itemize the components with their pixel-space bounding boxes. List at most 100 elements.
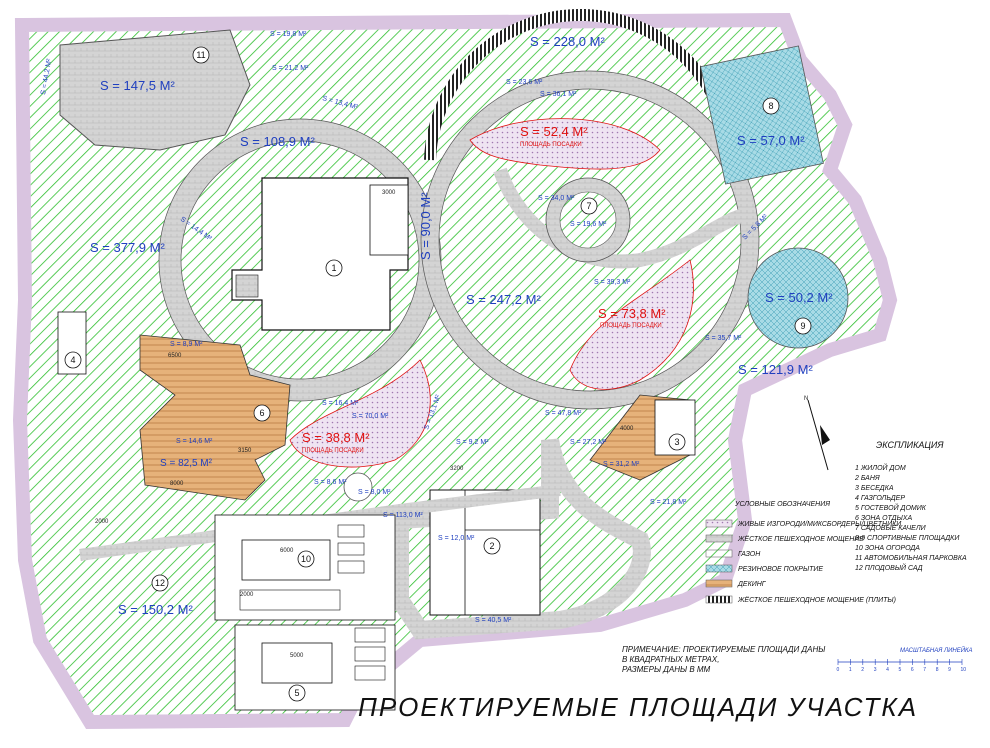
sports-court-9 <box>747 247 849 349</box>
area-small: S = 39,3 M² <box>594 279 631 286</box>
svg-text:ПРИМЕЧАНИЕ: ПРОЕКТИРУЕМЫЕ ПЛОЩ: ПРИМЕЧАНИЕ: ПРОЕКТИРУЕМЫЕ ПЛОЩАДИ ДАНЫ <box>622 645 825 654</box>
dimension: 6000 <box>280 548 294 554</box>
area-label-ring-top: S = 108,9 M² <box>240 134 315 149</box>
dimension: 6500 <box>168 353 182 359</box>
svg-text:1: 1 <box>331 263 336 273</box>
scale-tick-label: 7 <box>923 667 926 673</box>
sports-court-8 <box>700 45 824 185</box>
planting-right <box>569 259 694 390</box>
area-small: S = 21,2 M² <box>272 65 309 72</box>
svg-text:ЖЁСТКОЕ ПЕШЕХОДНОЕ МОЩЕНИЕ (П: ЖЁСТКОЕ ПЕШЕХОДНОЕ МОЩЕНИЕ (ПЛИТЫ) <box>737 596 896 604</box>
svg-text:6: 6 <box>259 408 264 418</box>
decking-zone <box>139 334 291 501</box>
svg-text:ЖЁСТКОЕ ПЕШЕХОДНОЕ МОЩЕНИЕ: ЖЁСТКОЕ ПЕШЕХОДНОЕ МОЩЕНИЕ <box>737 535 864 543</box>
page-title: ПРОЕКТИРУЕМЫЕ ПЛОЩАДИ УЧАСТКА <box>358 692 918 722</box>
svg-text:5: 5 <box>294 688 299 698</box>
scale-tick-label: 3 <box>874 667 877 673</box>
planting-top <box>469 118 661 170</box>
area-label-planting-lower: S = 38,8 M² <box>302 430 370 445</box>
north-arrow-icon: N <box>804 396 830 471</box>
svg-text:ГАЗОН: ГАЗОН <box>738 551 761 558</box>
svg-text:1 ЖИЛОЙ ДОМ: 1 ЖИЛОЙ ДОМ <box>855 463 906 472</box>
explication: ЭКСПЛИКАЦИЯ 1 ЖИЛОЙ ДОМ 2 БАНЯ 3 БЕСЕДКА… <box>854 440 967 572</box>
area-small: S = 36,1 M² <box>540 91 577 98</box>
svg-text:10 ЗОНА ОГОРОДА: 10 ЗОНА ОГОРОДА <box>855 545 920 552</box>
svg-text:ДЕКИНГ: ДЕКИНГ <box>737 581 767 588</box>
area-small: S = 31,2 M² <box>603 461 640 468</box>
area-label-lawn-right: S = 121,9 M² <box>738 362 813 377</box>
dimension: 5000 <box>290 653 304 659</box>
svg-text:3: 3 <box>674 437 679 447</box>
area-small: S = 19,8 M² <box>270 31 307 38</box>
dimension: 8000 <box>170 481 184 487</box>
area-small: S = 16,4 M² <box>322 400 359 407</box>
svg-text:2 БАНЯ: 2 БАНЯ <box>854 475 880 482</box>
area-small: S = 8,0 M² <box>358 489 391 496</box>
svg-text:УСЛОВНЫЕ ОБОЗНАЧЕНИЯ: УСЛОВНЫЕ ОБОЗНАЧЕНИЯ <box>734 501 830 508</box>
svg-text:9: 9 <box>800 321 805 331</box>
svg-text:6 ЗОНА ОТДЫХА: 6 ЗОНА ОТДЫХА <box>855 515 912 522</box>
dimension: 3200 <box>450 466 464 472</box>
planting-sub-top: ПЛОЩАДЬ ПОСАДКИ <box>520 142 582 148</box>
area-label-planting-top: S = 52,4 M² <box>520 124 588 139</box>
area-small: S = 113,0 M² <box>383 512 423 519</box>
svg-text:ЭКСПЛИКАЦИЯ: ЭКСПЛИКАЦИЯ <box>876 440 944 450</box>
area-small: S = 35,7 M² <box>705 335 742 342</box>
note: ПРИМЕЧАНИЕ: ПРОЕКТИРУЕМЫЕ ПЛОЩАДИ ДАНЫ В… <box>622 645 825 674</box>
svg-text:8-9 СПОРТИВНЫЕ ПЛОЩАДКИ: 8-9 СПОРТИВНЫЕ ПЛОЩАДКИ <box>855 535 960 542</box>
s-curve-path <box>493 167 747 269</box>
scale-tick-label: 0 <box>837 667 840 673</box>
scale-tick-label: 6 <box>911 667 914 673</box>
area-small: S = 23,6 M² <box>506 79 543 86</box>
scale-tick-label: 2 <box>861 667 864 673</box>
svg-text:11: 11 <box>196 50 205 60</box>
planting-lower <box>289 359 431 468</box>
area-label-orchard: S = 150,2 M² <box>118 602 193 617</box>
svg-text:3 БЕСЕДКА: 3 БЕСЕДКА <box>855 485 894 492</box>
svg-text:РАЗМЕРЫ ДАНЫ В ММ: РАЗМЕРЫ ДАНЫ В ММ <box>622 665 711 674</box>
area-label-garden-circle: S = 247,2 M² <box>466 292 541 307</box>
legend: УСЛОВНЫЕ ОБОЗНАЧЕНИЯ ЖИВЫЕ ИЗГОРОДИ/МИКС… <box>705 501 902 604</box>
svg-text:5 ГОСТЕВОЙ ДОМИК: 5 ГОСТЕВОЙ ДОМИК <box>855 503 927 512</box>
area-label-planting-right: S = 73,8 M² <box>598 306 666 321</box>
area-small: S = 8,6 M² <box>314 479 347 486</box>
area-small: S = 70,0 M² <box>352 413 389 420</box>
svg-text:МАСШТАБНАЯ ЛИНЕЙКА: МАСШТАБНАЯ ЛИНЕЙКА <box>900 646 973 654</box>
dimension: 3150 <box>238 448 252 454</box>
area-small: S = 47,8 M² <box>545 410 582 417</box>
area-small: S = 8,9 M² <box>170 341 203 348</box>
area-small: S = 27,2 M² <box>570 439 607 446</box>
scale-tick-label: 9 <box>948 667 951 673</box>
dimension: 3000 <box>382 190 396 196</box>
garden-ring-path <box>421 71 759 409</box>
area-small: S = 9,2 M² <box>456 439 489 446</box>
main-path <box>79 484 561 561</box>
area-label-lawn-left: S = 377,9 M² <box>90 240 165 255</box>
svg-text:8: 8 <box>768 101 773 111</box>
building-number-markers: 1 2 3 4 5 6 7 8 9 10 11 12 <box>64 46 812 702</box>
scale-tick-label: 1 <box>849 667 852 673</box>
svg-text:В КВАДРАТНЫХ МЕТРАХ,: В КВАДРАТНЫХ МЕТРАХ, <box>622 655 719 664</box>
svg-text:10: 10 <box>301 554 311 564</box>
svg-text:12: 12 <box>155 578 165 588</box>
svg-text:РЕЗИНОВОЕ ПОКРЫТИЕ: РЕЗИНОВОЕ ПОКРЫТИЕ <box>738 566 823 573</box>
area-small: S = 21,8 M² <box>650 499 687 506</box>
area-label-court-9: S = 50,2 M² <box>765 290 833 305</box>
svg-text:4: 4 <box>70 355 75 365</box>
svg-text:12 ПЛОДОВЫЙ САД: 12 ПЛОДОВЫЙ САД <box>855 563 923 572</box>
svg-text:7 САДОВЫЕ КАЧЕЛИ: 7 САДОВЫЕ КАЧЕЛИ <box>855 525 927 532</box>
area-small: S = 40,5 M² <box>475 617 512 624</box>
scale-tick-label: 10 <box>961 667 967 673</box>
bath-house <box>429 489 541 616</box>
planting-sub-lower: ПЛОЩАДЬ ПОСАДКИ <box>302 448 364 454</box>
scale-tick-label: 4 <box>886 667 889 673</box>
dimension: 2000 <box>95 519 109 525</box>
svg-text:ЖИВЫЕ ИЗГОРОДИ/МИКСБОРДЕРЫ/ЦВЕ: ЖИВЫЕ ИЗГОРОДИ/МИКСБОРДЕРЫ/ЦВЕТНИКИ <box>737 521 902 528</box>
area-label-court-8: S = 57,0 M² <box>737 133 805 148</box>
hedge-border <box>12 12 898 730</box>
area-small: S = 34,0 M² <box>538 195 575 202</box>
dimension: 4000 <box>620 426 634 432</box>
svg-text:4 ГАЗГОЛЬДЕР: 4 ГАЗГОЛЬДЕР <box>855 495 905 502</box>
paving-lower-right <box>391 438 651 640</box>
